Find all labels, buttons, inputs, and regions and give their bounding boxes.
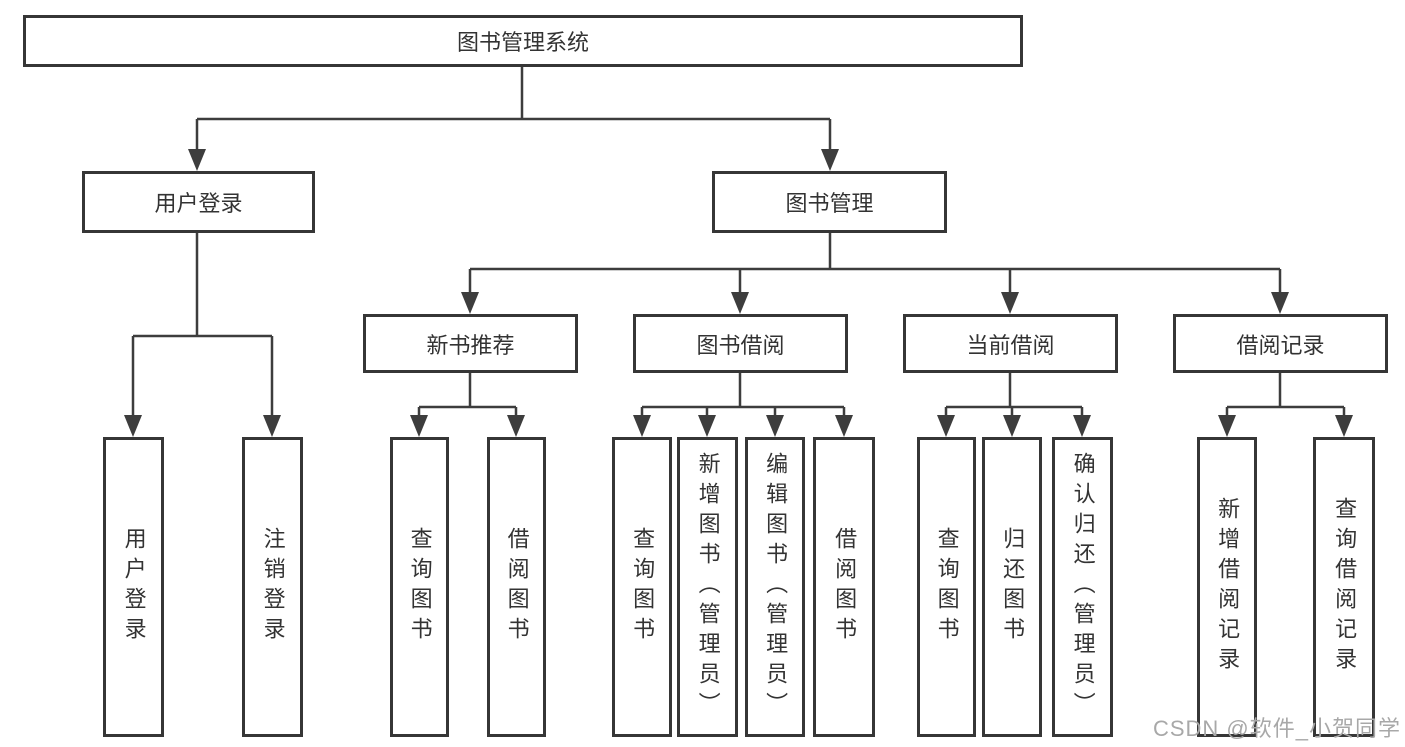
node-label: 查询图书 (934, 527, 960, 647)
leaf-borrow-book-recommend: 借阅图书 (487, 437, 546, 737)
arrowhead (698, 415, 716, 437)
leaf-confirm-return-admin: 确认归还（管理员） (1052, 437, 1113, 737)
node-label: 图书借阅 (696, 332, 785, 358)
arrowhead (835, 415, 853, 437)
leaf-query-book-borrow: 查询图书 (612, 437, 672, 737)
node-label: 用户登录 (154, 191, 243, 216)
node-label: 新书推荐 (426, 332, 515, 358)
node-borrow-record: 借阅记录 (1173, 314, 1388, 373)
node-label: 借阅记录 (1236, 332, 1325, 358)
node-label: 查询图书 (630, 527, 656, 647)
arrowhead (633, 415, 651, 437)
arrowhead (461, 292, 479, 314)
node-label: 新增图书（管理员） (695, 452, 721, 722)
node-label: 归还图书 (1000, 527, 1026, 647)
arrowhead (507, 415, 525, 437)
arrowhead (766, 415, 784, 437)
node-label: 当前借阅 (966, 332, 1055, 358)
leaf-add-borrow-record: 新增借阅记录 (1197, 437, 1257, 737)
leaf-query-book-recommend: 查询图书 (390, 437, 449, 737)
arrowhead (124, 415, 142, 437)
node-user-login: 用户登录 (82, 171, 315, 233)
leaf-return-book: 归还图书 (982, 437, 1042, 737)
node-new-book-recommend: 新书推荐 (363, 314, 578, 373)
node-label: 图书管理系统 (456, 30, 589, 55)
arrowhead (1335, 415, 1353, 437)
arrowhead (1271, 292, 1289, 314)
node-label: 查询借阅记录 (1332, 497, 1358, 677)
arrowhead (188, 149, 206, 171)
csdn-watermark: CSDN @软件_小贺同学 (1152, 716, 1401, 741)
leaf-query-book-current: 查询图书 (917, 437, 976, 737)
node-label: 借阅图书 (832, 527, 858, 647)
arrowhead (821, 149, 839, 171)
node-label: 新增借阅记录 (1215, 497, 1241, 677)
node-label: 确认归还（管理员） (1070, 452, 1096, 722)
node-label: 借阅图书 (504, 527, 530, 647)
leaf-user-login: 用户登录 (103, 437, 164, 737)
leaf-query-borrow-record: 查询借阅记录 (1313, 437, 1375, 737)
arrowhead (410, 415, 428, 437)
leaf-borrow-book: 借阅图书 (813, 437, 875, 737)
arrowhead (937, 415, 955, 437)
node-label: 注销登录 (260, 527, 286, 647)
arrowhead (263, 415, 281, 437)
node-label: 用户登录 (121, 527, 147, 647)
leaf-logout-login: 注销登录 (242, 437, 303, 737)
leaf-edit-book-admin: 编辑图书（管理员） (745, 437, 805, 737)
arrowhead (1001, 292, 1019, 314)
arrowhead (1003, 415, 1021, 437)
node-book-management: 图书管理 (712, 171, 947, 233)
node-book-borrow: 图书借阅 (633, 314, 848, 373)
arrowhead (1218, 415, 1236, 437)
arrowhead (1073, 415, 1091, 437)
node-library-management-system: 图书管理系统 (23, 15, 1023, 67)
node-label: 查询图书 (407, 527, 433, 647)
node-label: 图书管理 (785, 191, 874, 216)
leaf-add-book-admin: 新增图书（管理员） (677, 437, 738, 737)
arrowhead (731, 292, 749, 314)
node-label: 编辑图书（管理员） (763, 452, 789, 722)
node-current-borrow: 当前借阅 (903, 314, 1118, 373)
